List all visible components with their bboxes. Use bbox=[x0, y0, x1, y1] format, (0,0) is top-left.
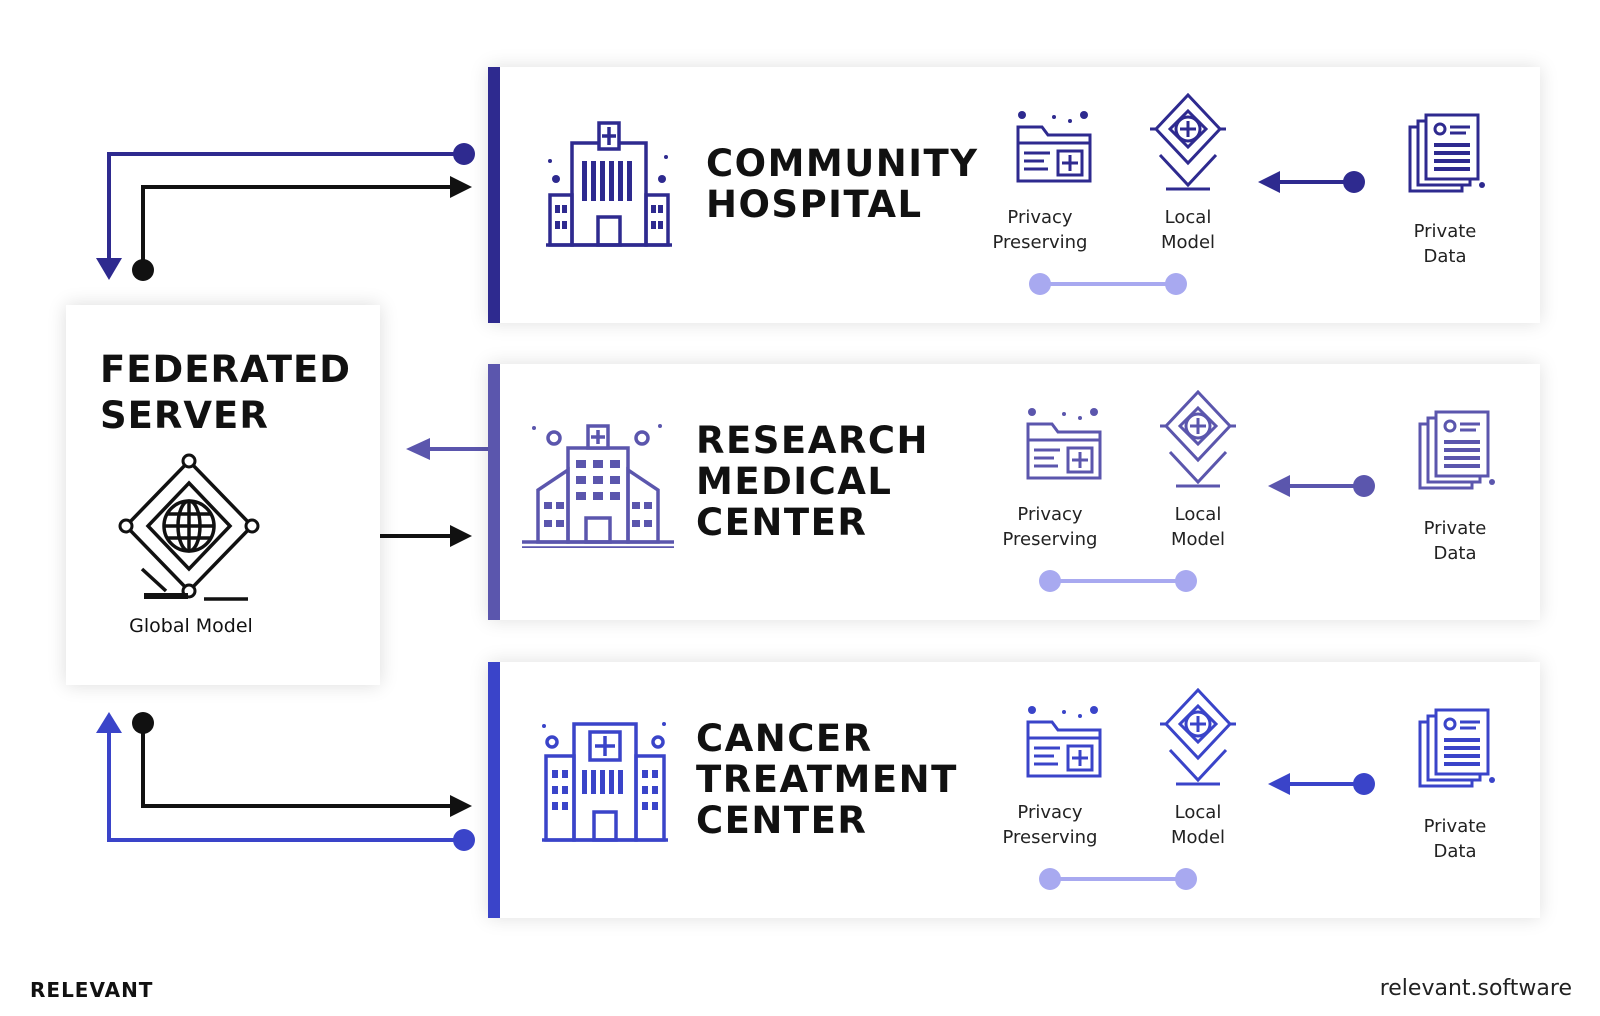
connector-line bbox=[1029, 273, 1187, 295]
arrow-cancer-to-server bbox=[96, 712, 475, 851]
label-local-model: Local Model bbox=[1133, 800, 1263, 850]
data-to-model-arrow bbox=[1258, 171, 1365, 193]
research-building-icon bbox=[522, 424, 674, 548]
label-privacy-preserving: Privacy Preserving bbox=[975, 205, 1105, 255]
label-local-model: Local Model bbox=[1133, 502, 1263, 552]
label-private-data: Private Data bbox=[1390, 516, 1520, 566]
panel-title-line: COMMUNITY bbox=[706, 142, 979, 185]
connector-line bbox=[1039, 868, 1197, 890]
panel-title-line: CENTER bbox=[696, 501, 868, 544]
folder-medical-icon bbox=[1026, 706, 1102, 778]
diamond-model-icon bbox=[1160, 390, 1236, 488]
diamond-model-icon bbox=[1160, 688, 1236, 786]
panel-research-medical-center: RESEARCH MEDICAL CENTER bbox=[488, 364, 1540, 620]
brand-logo: RELEVANT bbox=[30, 978, 154, 1002]
panel-title: RESEARCH MEDICAL CENTER bbox=[696, 420, 929, 543]
site-url: relevant.software bbox=[1379, 976, 1572, 1001]
hospital-building-icon bbox=[546, 121, 672, 247]
arrow-hospital-to-server bbox=[96, 143, 475, 280]
label-line: Local bbox=[1174, 802, 1222, 823]
panel-accent-bar bbox=[488, 364, 500, 620]
folder-medical-icon bbox=[1026, 408, 1102, 480]
label-line: Private bbox=[1413, 221, 1477, 242]
data-to-model-arrow bbox=[1268, 475, 1375, 497]
server-title-line1: FEDERATED bbox=[100, 348, 352, 391]
label-line: Data bbox=[1433, 543, 1477, 564]
label-line: Local bbox=[1164, 207, 1212, 228]
panel-title-line: CANCER bbox=[696, 717, 873, 760]
panel-community-hospital: COMMUNITY HOSPITAL bbox=[488, 67, 1540, 323]
label-line: Data bbox=[1423, 246, 1467, 267]
connector-line bbox=[1039, 570, 1197, 592]
label-line: Preserving bbox=[1002, 827, 1098, 848]
arrow-server-to-cancer bbox=[132, 712, 472, 817]
panel-title: CANCER TREATMENT CENTER bbox=[696, 718, 958, 841]
panel-title-line: CENTER bbox=[696, 799, 868, 842]
label-line: Data bbox=[1433, 841, 1477, 862]
server-title-line2: SERVER bbox=[100, 394, 269, 437]
label-line: Privacy bbox=[1017, 504, 1083, 525]
server-caption: Global Model bbox=[129, 615, 253, 637]
panel-title-line: HOSPITAL bbox=[706, 183, 923, 226]
label-line: Preserving bbox=[1002, 529, 1098, 550]
arrow-research-to-server bbox=[406, 438, 488, 460]
panel-title: COMMUNITY HOSPITAL bbox=[706, 143, 979, 225]
label-line: Privacy bbox=[1007, 207, 1073, 228]
private-data-documents-icon bbox=[1418, 410, 1495, 490]
label-private-data: Private Data bbox=[1390, 814, 1520, 864]
panel-title-line: MEDICAL bbox=[696, 460, 893, 503]
folder-medical-icon bbox=[1016, 111, 1092, 183]
data-to-model-arrow bbox=[1268, 773, 1375, 795]
label-line: Model bbox=[1160, 232, 1216, 253]
panel-accent-bar bbox=[488, 67, 500, 323]
arrow-server-to-hospital bbox=[132, 176, 472, 281]
diamond-model-icon bbox=[1150, 93, 1226, 191]
label-private-data: Private Data bbox=[1380, 219, 1510, 269]
panel-cancer-treatment-center: CANCER TREATMENT CENTER bbox=[488, 662, 1540, 918]
label-line: Private bbox=[1423, 816, 1487, 837]
label-line: Preserving bbox=[992, 232, 1088, 253]
label-line: Model bbox=[1170, 827, 1226, 848]
private-data-documents-icon bbox=[1408, 113, 1485, 193]
panel-title-line: RESEARCH bbox=[696, 419, 929, 462]
label-local-model: Local Model bbox=[1123, 205, 1253, 255]
label-line: Local bbox=[1174, 504, 1222, 525]
cancer-center-building-icon bbox=[542, 722, 668, 842]
label-line: Model bbox=[1170, 529, 1226, 550]
panel-title-line: TREATMENT bbox=[696, 758, 958, 801]
label-line: Privacy bbox=[1017, 802, 1083, 823]
private-data-documents-icon bbox=[1418, 708, 1495, 788]
globe-network-icon bbox=[118, 453, 260, 601]
label-privacy-preserving: Privacy Preserving bbox=[985, 800, 1115, 850]
label-line: Private bbox=[1423, 518, 1487, 539]
panel-accent-bar bbox=[488, 662, 500, 918]
arrow-server-to-research bbox=[380, 525, 472, 547]
label-privacy-preserving: Privacy Preserving bbox=[985, 502, 1115, 552]
